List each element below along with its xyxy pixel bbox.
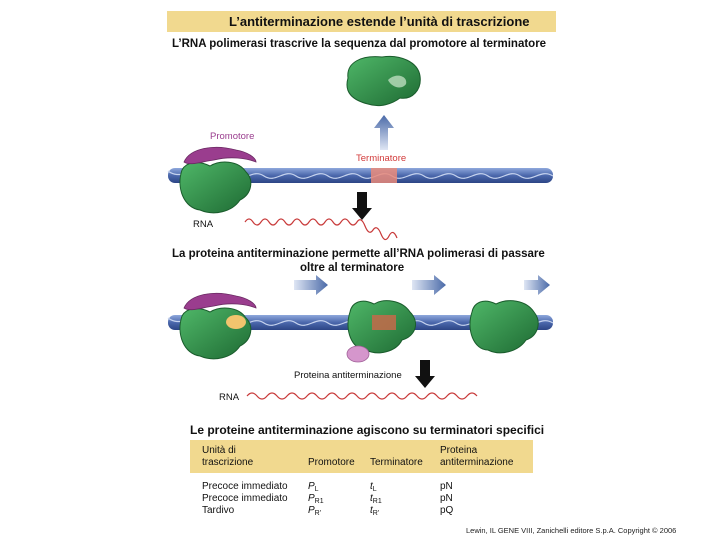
right-arrow-3 [524,275,550,295]
antitermination-protein-free [346,345,370,363]
header-promoter: Promotore [308,457,355,468]
polymerase-at-promoter [179,161,252,214]
rna-wave-2 [246,392,478,400]
table-row: Tardivo PR' tR' pQ [190,505,533,517]
antitermination-protein-bound-1 [226,315,246,329]
label-rna-2: RNA [219,392,240,403]
cell-unit: Tardivo [202,505,235,516]
down-arrow-2 [415,360,435,388]
cell-terminator: tR' [370,505,380,517]
copyright-credit: Lewin, IL GENE VIII, Zanichelli editore … [466,526,677,535]
right-arrow-2 [412,275,446,295]
dna-strand-1 [168,168,553,183]
table-row: Precoce immediato PL tL pN [190,481,533,493]
table-row: Precoce immediato PR1 tR1 pN [190,493,533,505]
released-polymerase [346,55,421,107]
up-arrow [374,115,394,150]
cell-promoter: PL [308,481,319,493]
right-arrow-1 [294,275,328,295]
sigma-factor-1 [183,146,257,165]
label-terminatore: Terminatore [356,153,407,164]
page-title: L’antiterminazione estende l’unità di tr… [229,14,530,29]
sigma-factor-2 [183,292,257,311]
cell-unit: Precoce immediato [202,481,288,492]
cell-protein: pQ [440,505,454,516]
down-arrow-1 [352,192,372,220]
heading-antitermination-line1: La proteina antiterminazione permette al… [172,248,545,260]
cell-protein: pN [440,493,453,504]
rna-wave-1 [244,218,398,241]
polymerase-past-terminator [469,300,539,354]
cell-protein: pN [440,481,453,492]
cell-promoter: PR1 [308,493,324,505]
heading-antitermination: La proteina antiterminazione permette al… [172,247,562,275]
title-bar: L’antiterminazione estende l’unità di tr… [167,11,556,32]
cell-unit: Precoce immediato [202,493,288,504]
terminator-site-2 [372,315,396,330]
cell-terminator: tR1 [370,493,382,505]
heading-specific-terminators: Le proteine antiterminazione agiscono su… [190,423,545,437]
cell-terminator: tL [370,481,377,493]
label-rna-1: RNA [193,219,214,230]
heading-transcription: L’RNA polimerasi trascrive la sequenza d… [172,38,547,50]
header-terminator: Terminatore [370,457,423,468]
heading-antitermination-line2: oltre al terminatore [300,262,405,274]
terminator-site-1 [371,168,397,183]
label-promotore: Promotore [210,131,255,142]
cell-promoter: PR' [308,505,322,517]
label-proteina-antiterminazione: Proteina antiterminazione [294,370,402,381]
